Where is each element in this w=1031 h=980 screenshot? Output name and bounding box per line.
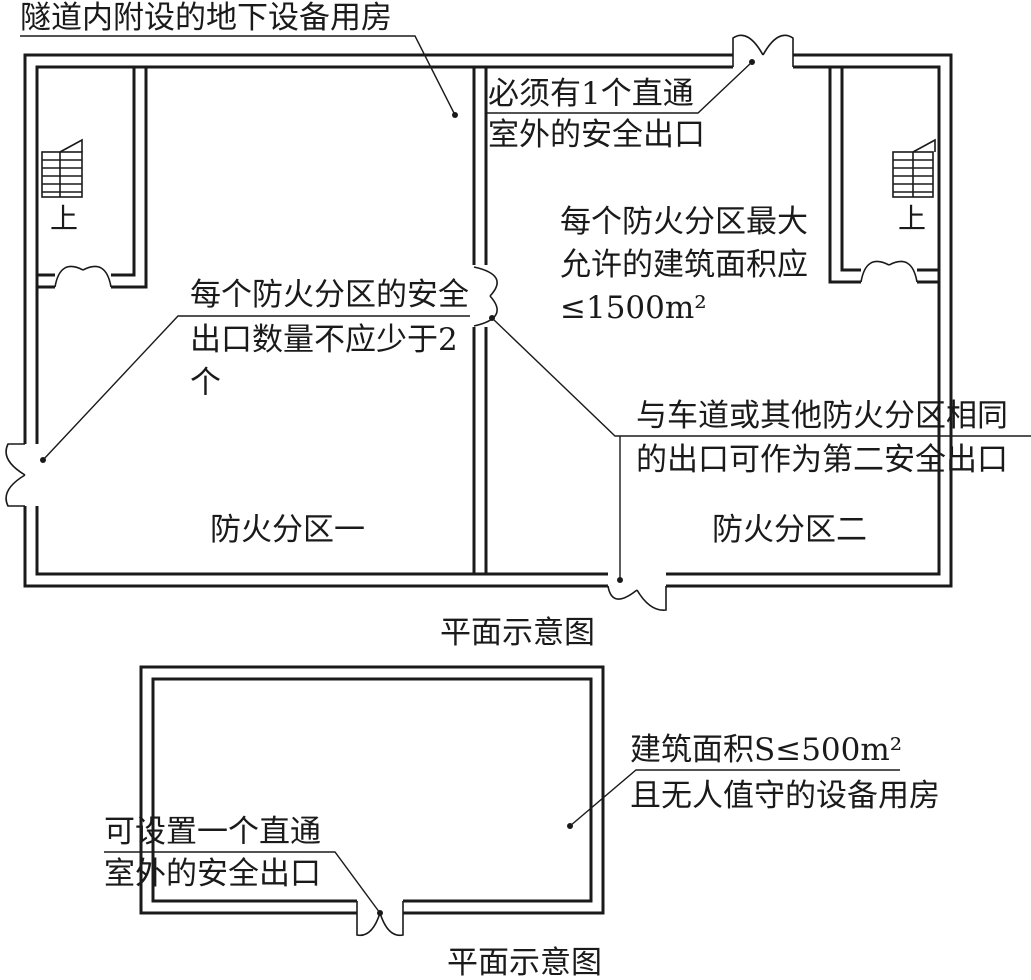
bottom-exit-gap — [608, 569, 666, 591]
direct-exit-label-2: 室外的安全出口 — [488, 117, 705, 153]
left-stair-room — [35, 65, 136, 277]
area-limit-label-2: 且无人值守的设备用房 — [630, 778, 940, 814]
exit-count-label-3: 个 — [190, 365, 221, 401]
bottom-plan-caption: 平面示意图 — [447, 945, 602, 980]
direct-exit-label-1: 必须有1个直通 — [488, 76, 694, 112]
bottom-leader-lines — [104, 769, 900, 916]
zone1-boundary — [35, 65, 476, 576]
top-floor-plan: 隧道内附设的地下设备用房 必须有1个直通 室外的安全出口 每个防火分区最大 允许… — [5, 0, 1031, 651]
right-stair-room-outer — [828, 65, 941, 284]
middle-door-gap — [470, 265, 490, 327]
second-exit-label-2: 的出口可作为第二安全出口 — [636, 442, 1008, 478]
top-exit-door — [732, 34, 794, 67]
outer-wall-outer — [23, 53, 953, 588]
left-exit-door — [5, 443, 26, 507]
left-stair-door-gap — [55, 270, 111, 292]
middle-door — [473, 266, 498, 327]
leader-lines — [20, 35, 1031, 583]
single-exit-label-1: 可设置一个直通 — [104, 814, 321, 850]
max-area-label-3: ≤1500m² — [560, 290, 707, 326]
max-area-label-1: 每个防火分区最大 — [560, 204, 808, 240]
single-exit-label-2: 室外的安全出口 — [104, 856, 321, 892]
right-stair-door-gap — [861, 265, 917, 287]
left-stair-door — [54, 265, 112, 288]
right-stair-icon — [892, 138, 936, 198]
right-stair-door — [860, 260, 918, 283]
zone1-label: 防火分区一 — [210, 512, 365, 548]
left-exit-gap — [20, 444, 42, 506]
left-stair-icon — [41, 138, 83, 198]
right-stair-up-label: 上 — [898, 202, 926, 235]
area-limit-label-1: 建筑面积S≤500m² — [630, 732, 902, 768]
zone2-label: 防火分区二 — [712, 512, 867, 548]
left-stair-up-label: 上 — [50, 202, 78, 235]
max-area-label-2: 允许的建筑面积应 — [560, 247, 808, 283]
bottom-floor-plan: 建筑面积S≤500m² 且无人值守的设备用房 可设置一个直通 室外的安全出口 平… — [104, 665, 940, 980]
tunnel-rooms-label: 隧道内附设的地下设备用房 — [20, 0, 392, 36]
bottom-room-door — [356, 901, 404, 937]
left-stair-room-outer — [35, 65, 148, 289]
top-plan-caption: 平面示意图 — [440, 615, 595, 651]
top-exit-gap — [733, 50, 793, 72]
second-exit-label-1: 与车道或其他防火分区相同 — [636, 398, 1008, 434]
bottom-exit-door — [607, 585, 667, 611]
bottom-exit-gap-2 — [357, 896, 403, 918]
exit-count-label-1: 每个防火分区的安全 — [190, 277, 469, 313]
exit-count-label-2: 出口数量不应少于2 — [190, 322, 458, 358]
